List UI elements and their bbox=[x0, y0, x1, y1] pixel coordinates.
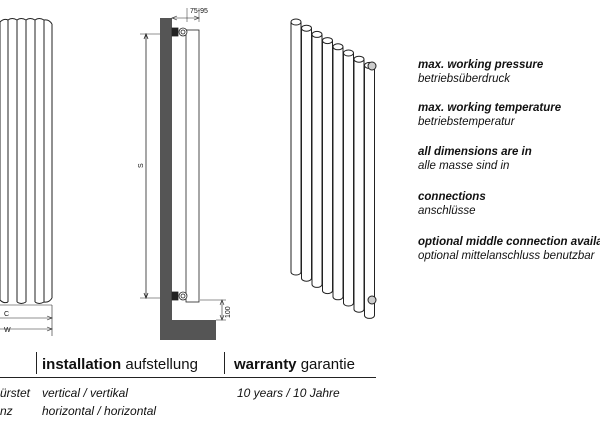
spec-dimensions-en: all dimensions are in bbox=[418, 146, 532, 158]
installation-value-vertical: vertical / vertikal bbox=[42, 386, 129, 400]
side-view bbox=[140, 8, 226, 340]
spec-pressure: max. working pressure betriebsüberdruck bbox=[418, 58, 600, 86]
spec-pressure-de: betriebsüberdruck bbox=[418, 73, 511, 85]
wall-bracket bbox=[367, 61, 377, 71]
spec-dimensions-de: alle masse sind in bbox=[418, 160, 510, 172]
warranty-header-de: garantie bbox=[300, 356, 355, 373]
spec-connections-de: anschlüsse bbox=[418, 205, 476, 217]
installation-header-en: installation bbox=[42, 356, 122, 373]
row2-left-text: nz bbox=[0, 404, 13, 418]
installation-header: installation aufstellung bbox=[42, 356, 198, 373]
dim-wall-gap-label: 75-95 bbox=[190, 8, 208, 15]
spec-connections-en: connections bbox=[418, 191, 486, 203]
front-view bbox=[0, 18, 53, 336]
spec-middle-connection-en: optional middle connection available bbox=[418, 236, 600, 248]
radiator-tube bbox=[301, 28, 312, 282]
warranty-header-en: warranty bbox=[234, 356, 297, 373]
isometric-view bbox=[290, 18, 377, 319]
radiator-tube bbox=[353, 59, 365, 313]
wall bbox=[160, 18, 172, 340]
radiator-tube-cap bbox=[353, 55, 365, 63]
spec-temperature-en: max. working temperature bbox=[418, 102, 562, 114]
row1-left-text: ürstet bbox=[0, 386, 31, 400]
radiator-tube bbox=[332, 46, 344, 301]
spec-connections: connections anschlüsse bbox=[418, 190, 600, 218]
radiator-tube-cap bbox=[332, 43, 344, 51]
dim-s-label: S bbox=[138, 163, 145, 168]
radiator-tube bbox=[343, 53, 354, 307]
dim-w-label: W bbox=[4, 327, 11, 334]
radiator-tube-cap bbox=[343, 49, 354, 57]
spec-temperature-de: betriebstemperatur bbox=[418, 116, 515, 128]
spec-middle-connection: optional middle connection available opt… bbox=[418, 235, 600, 263]
wall-bracket bbox=[367, 295, 377, 305]
spec-middle-connection-de: optional mittelanschluss benutzbar bbox=[418, 250, 595, 262]
column-separator bbox=[224, 352, 225, 374]
radiator-tube bbox=[311, 34, 323, 288]
spec-temperature: max. working temperature betriebstempera… bbox=[418, 101, 600, 129]
warranty-header: warranty garantie bbox=[234, 356, 355, 373]
spec-dimensions: all dimensions are in alle masse sind in bbox=[418, 145, 600, 173]
installation-header-de: aufstellung bbox=[125, 356, 198, 373]
radiator-tube-cap bbox=[301, 24, 312, 32]
warranty-value: 10 years / 10 Jahre bbox=[237, 386, 340, 400]
radiator-tube bbox=[364, 65, 375, 319]
radiator-tube-cap bbox=[322, 37, 333, 45]
radiator-tube-cap bbox=[311, 30, 323, 38]
floor bbox=[160, 320, 216, 340]
table-divider bbox=[0, 377, 376, 378]
column-separator bbox=[36, 352, 37, 374]
spec-pressure-en: max. working pressure bbox=[418, 59, 544, 71]
radiator-tube bbox=[290, 22, 302, 276]
installation-value-horizontal: horizontal / horizontal bbox=[42, 404, 157, 418]
radiator-tube-cap bbox=[290, 18, 302, 26]
radiator-tube bbox=[322, 40, 333, 295]
dim-c-label: C bbox=[4, 311, 9, 318]
dim-clearance-label: 100 bbox=[225, 306, 232, 318]
